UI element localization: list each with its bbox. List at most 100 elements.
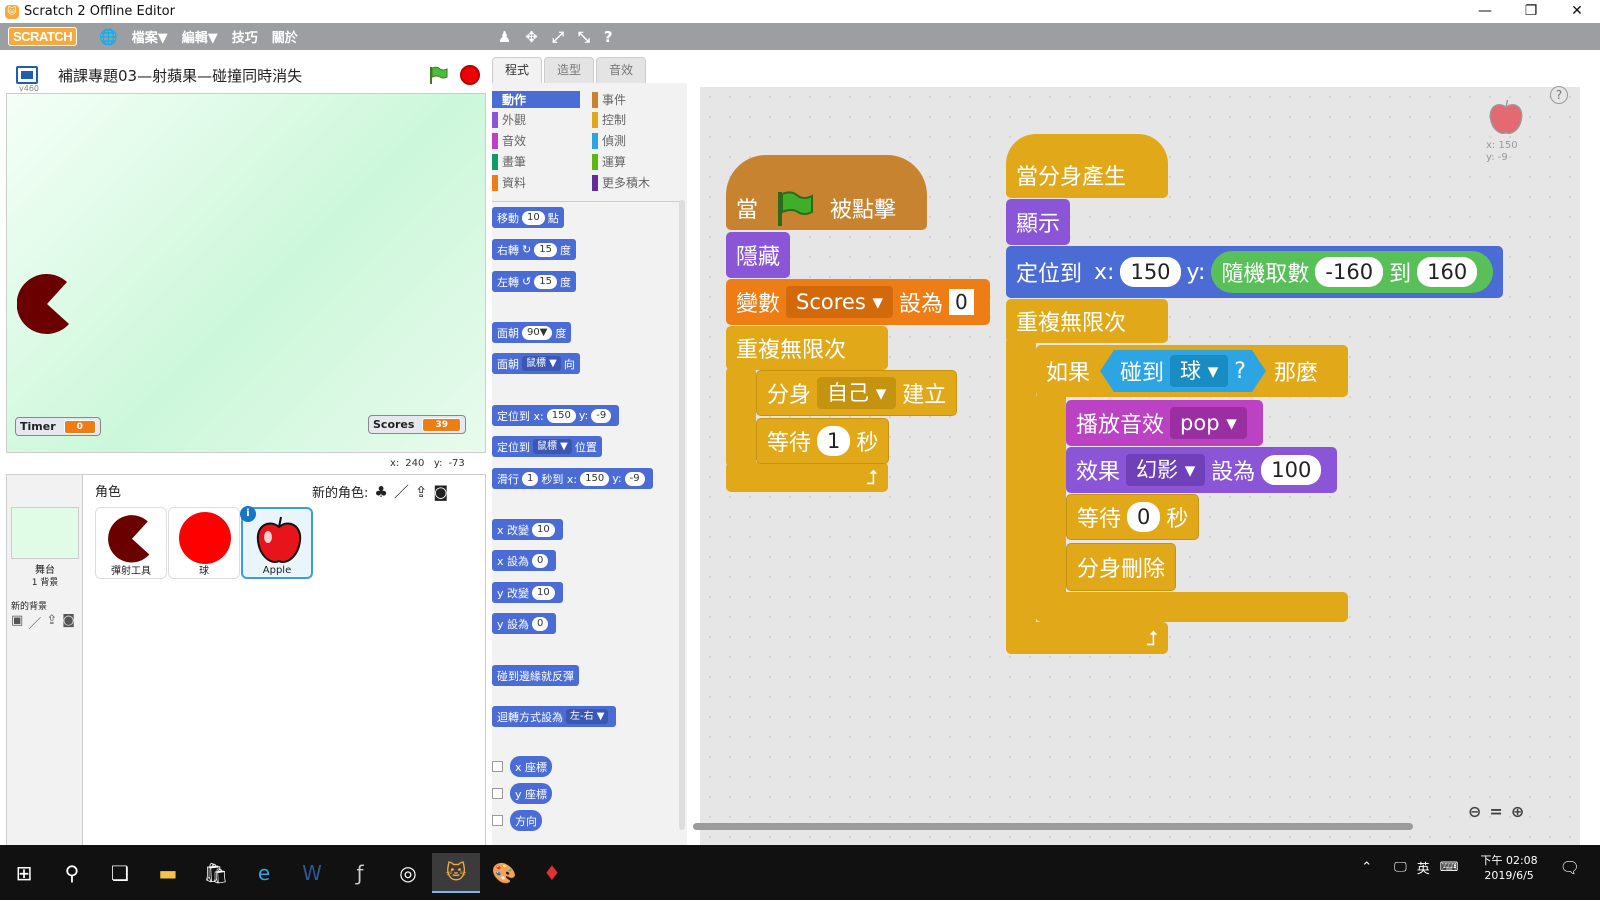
block-point-towards[interactable]: 面朝鼠標 ▼向 — [492, 353, 580, 374]
file-explorer-icon[interactable]: ▬ — [158, 860, 178, 885]
grow-icon[interactable]: ⤢ — [551, 27, 564, 46]
menu-edit[interactable]: 編輯▼ — [181, 31, 218, 46]
random-to-input[interactable]: 160 — [1417, 257, 1478, 287]
variable-value-input[interactable]: 0 — [949, 289, 974, 315]
scripts-area[interactable]: 當 被點擊 隱藏 變數 Scores ▾ 設為 0 重複無限次 ⮥ 分身 自己 … — [700, 87, 1580, 847]
category-data[interactable]: 資料 — [492, 174, 526, 191]
ie-icon[interactable]: e — [257, 860, 271, 885]
upload-backdrop-icon[interactable]: ⇪ — [46, 613, 58, 628]
scores-monitor[interactable]: Scores 39 — [368, 415, 466, 434]
wait-block-2[interactable]: 等待 0 秒 — [1066, 494, 1200, 540]
category-motion[interactable]: 動作 — [492, 91, 580, 108]
word-icon[interactable]: W — [302, 860, 322, 885]
category-events[interactable]: 事件 — [592, 91, 626, 108]
game-icon[interactable]: ♦ — [543, 860, 561, 885]
effect-dropdown[interactable]: 幻影 ▾ — [1126, 454, 1206, 486]
tab-scripts[interactable]: 程式 — [492, 57, 542, 83]
sprite-thumb-slingshot[interactable]: 彈射工具 — [95, 507, 167, 579]
when-flag-clicked-hat[interactable]: 當 被點擊 — [726, 155, 927, 230]
show-block[interactable]: 顯示 — [1006, 199, 1071, 245]
ime-mode[interactable]: 英 — [1416, 862, 1430, 877]
category-operators[interactable]: 運算 — [592, 153, 626, 170]
scratch-taskbar-icon[interactable]: 🐱 — [432, 852, 480, 893]
slingshot-sprite-on-stage[interactable] — [17, 270, 77, 336]
menu-about[interactable]: 關於 — [271, 31, 298, 46]
stop-sign-icon[interactable] — [460, 65, 480, 85]
create-clone-block[interactable]: 分身 自己 ▾ 建立 — [756, 370, 958, 416]
stage-canvas[interactable]: Timer 0 Scores 39 — [6, 93, 486, 453]
zoom-reset-icon[interactable]: = — [1489, 802, 1503, 821]
block-help-icon[interactable]: ? — [603, 27, 613, 46]
stage-thumbnail[interactable] — [11, 507, 79, 559]
sprite-library-icon[interactable]: ♣ — [374, 482, 388, 501]
tab-costumes[interactable]: 造型 — [544, 57, 594, 83]
flash-icon[interactable]: ƒ — [356, 860, 364, 885]
palette-scrollbar[interactable] — [679, 200, 685, 830]
search-icon[interactable]: ⚲ — [64, 860, 80, 885]
block-rotation-style[interactable]: 迴轉方式設為左-右 ▼ — [492, 706, 617, 727]
random-from-input[interactable]: -160 — [1315, 257, 1384, 287]
category-sound[interactable]: 音效 — [492, 132, 526, 149]
menu-tips[interactable]: 技巧 — [231, 31, 258, 46]
set-effect-block[interactable]: 效果 幻影 ▾ 設為 100 — [1066, 447, 1338, 493]
goto-xy-block[interactable]: 定位到 x: 150 y: 隨機取數 -160 到 160 — [1006, 246, 1504, 298]
x-input[interactable]: 150 — [1120, 257, 1181, 287]
checkbox[interactable] — [492, 815, 503, 826]
wait-block[interactable]: 等待 1 秒 — [756, 418, 890, 464]
wait-seconds-input[interactable]: 1 — [817, 426, 851, 456]
chrome-icon[interactable]: ◎ — [399, 860, 417, 885]
timer-monitor[interactable]: Timer 0 — [15, 417, 101, 436]
delete-clone-block[interactable]: 分身刪除 — [1066, 543, 1177, 591]
variable-dropdown[interactable]: Scores ▾ — [786, 286, 893, 318]
upload-sprite-icon[interactable]: ⇪ — [414, 482, 428, 501]
scripts-horizontal-scrollbar[interactable] — [693, 823, 1413, 830]
camera-backdrop-icon[interactable]: ◙ — [62, 613, 75, 628]
shrink-icon[interactable]: ⤡ — [577, 27, 590, 46]
info-icon[interactable]: i — [240, 506, 256, 522]
category-sensing[interactable]: 偵測 — [592, 132, 626, 149]
block-bounce[interactable]: 碰到邊緣就反彈 — [492, 665, 579, 686]
paint-icon[interactable]: 🎨 — [491, 860, 517, 885]
tray-chevron-icon[interactable]: ⌃ — [1361, 860, 1373, 875]
green-flag-icon[interactable] — [428, 65, 448, 85]
zoom-out-icon[interactable]: ⊖ — [1468, 802, 1482, 821]
scratch-logo[interactable]: SCRATCH — [8, 27, 78, 46]
ime-icon[interactable]: ⌨ — [1439, 860, 1459, 875]
category-pen[interactable]: 畫筆 — [492, 153, 526, 170]
network-icon[interactable]: 🖵 — [1394, 860, 1407, 875]
reporter-direction[interactable]: 方向 — [492, 810, 542, 831]
checkbox[interactable] — [492, 761, 503, 772]
forever-loop-block-2[interactable]: 重複無限次 — [1006, 299, 1168, 343]
store-icon[interactable]: 🛍 — [203, 860, 229, 885]
touch-target-dropdown[interactable]: 球 ▾ — [1170, 355, 1228, 387]
paint-sprite-icon[interactable]: ／ — [393, 483, 409, 501]
delete-scissors-icon[interactable]: ✥ — [525, 27, 538, 46]
sprite-thumb-apple[interactable]: i Apple — [240, 506, 313, 579]
zoom-in-icon[interactable]: ⊕ — [1510, 802, 1525, 821]
language-globe-icon[interactable]: 🌐 — [99, 27, 118, 46]
clone-target-dropdown[interactable]: 自己 ▾ — [817, 377, 897, 409]
paint-backdrop-icon[interactable]: ／ — [28, 617, 42, 632]
forever-loop-block[interactable]: 重複無限次 — [726, 326, 888, 370]
backdrop-library-icon[interactable]: ▣ — [11, 613, 24, 628]
close-button[interactable]: ✕ — [1571, 3, 1583, 19]
set-variable-block[interactable]: 變數 Scores ▾ 設為 0 — [726, 279, 990, 325]
block-goto[interactable]: 定位到鼠標 ▼位置 — [492, 436, 602, 457]
start-icon[interactable]: ⊞ — [15, 860, 33, 885]
notification-icon[interactable]: 🗨 — [1559, 858, 1580, 877]
play-sound-block[interactable]: 播放音效 pop ▾ — [1066, 400, 1263, 446]
pick-random-block[interactable]: 隨機取數 -160 到 160 — [1211, 251, 1494, 293]
menu-file[interactable]: 檔案▼ — [131, 31, 168, 46]
clock[interactable]: 下午 02:08 2019/6/5 — [1480, 853, 1537, 883]
reporter-y-position[interactable]: y 座標 — [492, 783, 553, 804]
when-clone-starts-hat[interactable]: 當分身產生 — [1006, 134, 1168, 198]
reporter-x-position[interactable]: x 座標 — [492, 756, 553, 777]
camera-sprite-icon[interactable]: ◙ — [433, 482, 448, 501]
